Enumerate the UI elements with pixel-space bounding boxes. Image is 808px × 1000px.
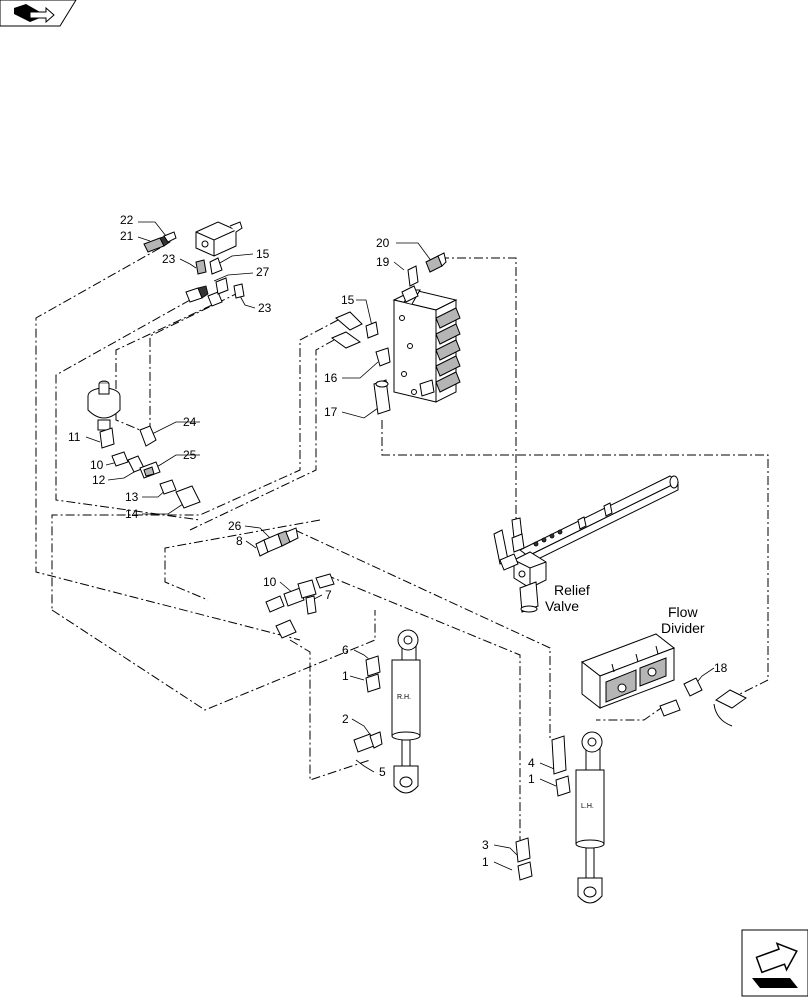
callout-15: 15 [256, 247, 270, 261]
callout-23: 23 [258, 301, 272, 315]
callout-1: 1 [482, 855, 489, 869]
callout-22: 22 [120, 213, 134, 227]
lh-cylinder-label: L.H. [581, 803, 594, 810]
callout-2: 2 [342, 712, 349, 726]
fittings-upper-left [143, 231, 245, 307]
callout-13: 13 [125, 490, 139, 504]
next-page-arrow-icon[interactable] [741, 929, 808, 997]
relief-valve-label-line2: Valve [545, 598, 579, 614]
control-valve-stack [392, 285, 461, 403]
callout-17: 17 [324, 405, 338, 419]
fittings-accumulator-line [111, 425, 201, 509]
solenoid-valve-block [195, 221, 243, 257]
flow-divider-label-line2: Divider [661, 620, 705, 636]
callout-8: 8 [236, 534, 243, 548]
fittings-relief-valve [493, 517, 525, 571]
fittings-valve-stack [330, 252, 447, 415]
leader-lines [85, 221, 715, 871]
callout-24: 24 [183, 415, 197, 429]
relief-valve-label-line1: Relief [554, 582, 590, 598]
callout-27: 27 [256, 265, 270, 279]
flow-divider-label-line1: Flow [668, 604, 698, 620]
callout-1: 1 [342, 669, 349, 683]
book-nav-icon[interactable] [0, 0, 77, 27]
rh-cylinder-label: R.H. [397, 694, 411, 701]
accumulator [87, 380, 121, 449]
component-labels: Relief Valve Flow Divider R.H. L.H. [397, 582, 705, 810]
callout-10: 10 [263, 575, 277, 589]
callout-1: 1 [528, 772, 535, 786]
callout-20: 20 [376, 236, 390, 250]
callout-21: 21 [120, 229, 134, 243]
callout-26: 26 [228, 519, 242, 533]
callout-11: 11 [68, 430, 81, 444]
callout-4: 4 [528, 756, 535, 770]
callout-12: 12 [92, 473, 106, 487]
hose-routes [35, 247, 769, 840]
relief-valve-manifold [513, 475, 679, 613]
callout-7: 7 [325, 588, 332, 602]
callout-25: 25 [183, 448, 197, 462]
callout-15: 15 [341, 293, 355, 307]
callout-23: 23 [162, 252, 176, 266]
fittings-flow-divider [659, 677, 747, 727]
callout-5: 5 [379, 765, 386, 779]
callout-19: 19 [376, 255, 390, 269]
fittings-middle [255, 527, 335, 639]
callout-numbers: 22 21 23 15 27 23 20 19 15 16 17 24 11 2… [68, 213, 728, 869]
callout-10: 10 [90, 458, 104, 472]
callout-16: 16 [324, 371, 338, 385]
rh-cylinder [353, 629, 421, 794]
flow-divider [580, 633, 676, 710]
valve-sections [435, 307, 461, 393]
callout-6: 6 [342, 643, 349, 657]
lh-cylinder [515, 731, 605, 904]
callout-14: 14 [125, 507, 139, 521]
callout-18: 18 [714, 661, 728, 675]
callout-3: 3 [482, 838, 489, 852]
